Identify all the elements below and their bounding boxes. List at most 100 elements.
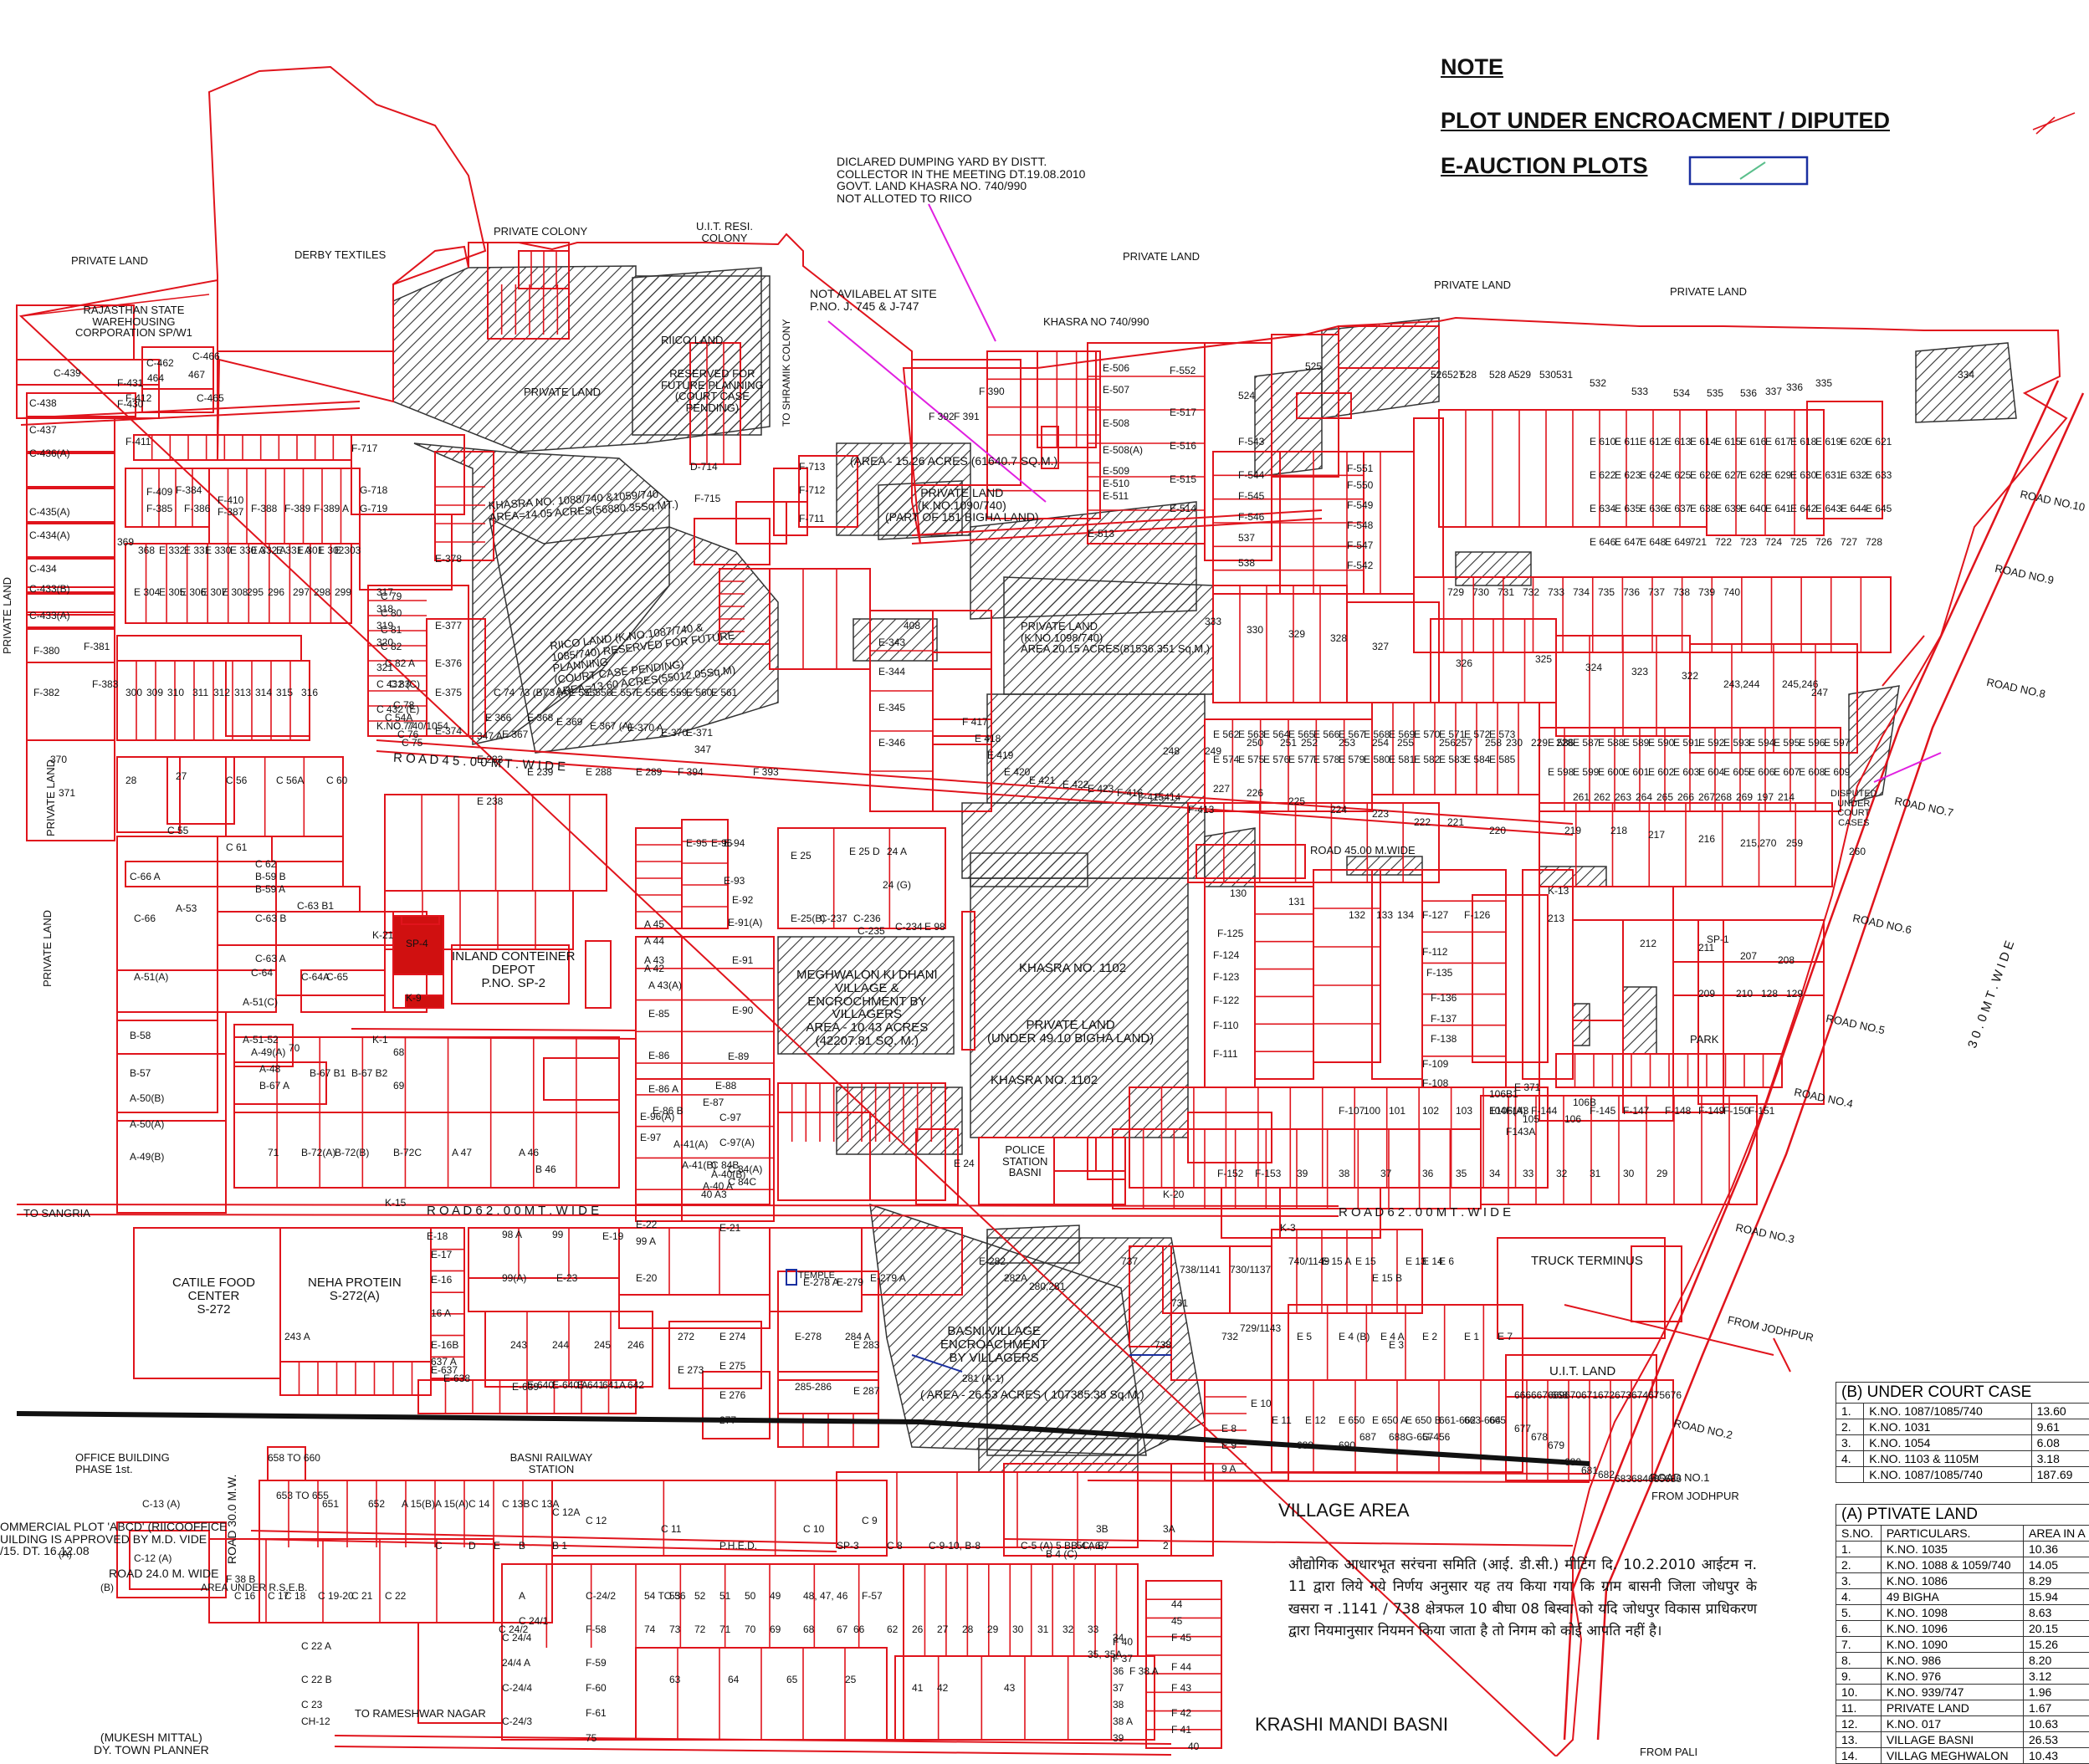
plot-number-label: E 274 bbox=[719, 1331, 746, 1342]
plot-number-label: C 10 bbox=[803, 1523, 825, 1535]
plot-number-label: 71 bbox=[719, 1623, 731, 1635]
plot-number-label: F-413 bbox=[1188, 804, 1215, 816]
plot-number-label: F 43 bbox=[1171, 1682, 1191, 1694]
plot-number-label: 262 bbox=[1594, 791, 1610, 803]
plot-number-label: F-148 bbox=[1665, 1105, 1692, 1117]
plot-number-label: 44 bbox=[1171, 1598, 1183, 1610]
plot-number-label: E 369 bbox=[556, 716, 583, 728]
plot-number-label: C 56A bbox=[276, 775, 304, 786]
plot-block bbox=[1807, 401, 1882, 519]
plot-number-label: C-63 B1 bbox=[297, 900, 334, 912]
road-edge bbox=[351, 1029, 636, 1030]
plot-number-label: 225 bbox=[1288, 795, 1305, 807]
plot-number-label: E 560 bbox=[686, 687, 713, 698]
plot-number-label: 537 bbox=[1238, 532, 1255, 544]
plot-number-label: F-713 bbox=[799, 461, 826, 473]
plot-number-label: 532 bbox=[1590, 377, 1606, 389]
plot-number-label: E-91 bbox=[732, 954, 754, 966]
plot-number-label: A bbox=[519, 1590, 525, 1602]
plot-number-label: 68 bbox=[803, 1623, 815, 1635]
plot-number-label: 75 bbox=[586, 1732, 597, 1744]
plot-number-label: E 288 bbox=[586, 766, 612, 778]
plot-number-label: E 371 bbox=[1514, 1081, 1541, 1093]
plot-number-label: 248 bbox=[1163, 745, 1180, 757]
private-land-label-3: PRIVATE LAND bbox=[1434, 279, 1511, 291]
plot-number-label: E 304 bbox=[134, 586, 161, 598]
plot-number-label: 688 bbox=[1389, 1431, 1405, 1443]
road-24-label: ROAD 24.0 M. WIDE bbox=[109, 1567, 218, 1580]
plot-number-label: F-125 bbox=[1217, 928, 1244, 939]
plot-number-label: E 421 bbox=[1029, 775, 1056, 786]
legend-private-cell: 3.12 bbox=[2024, 1669, 2089, 1685]
plot-number-label: C-466 bbox=[192, 350, 220, 362]
plot-number-label: E 8 bbox=[1221, 1423, 1237, 1434]
plot-number-label: 730/1137 bbox=[1230, 1264, 1271, 1276]
plot-number-label: 3B bbox=[1096, 1523, 1109, 1535]
plot-number-label: 34 bbox=[1489, 1168, 1501, 1179]
plot-number-label: E-376 bbox=[435, 657, 462, 669]
plot-number-label: 269 bbox=[1736, 791, 1753, 803]
plot-number-label: 528 A bbox=[1489, 369, 1515, 381]
plot-number-label: E-375 bbox=[435, 687, 462, 698]
legend-private-table: (A) PTIVATE LAND S.NO. PARTICULARS. AREA… bbox=[1836, 1504, 2089, 1764]
plot-number-label: E 635 bbox=[1615, 503, 1641, 514]
plot-number-label: A 15(A) bbox=[435, 1498, 468, 1510]
plot-number-label: E 646 bbox=[1590, 536, 1616, 548]
plot-number-label: E 367 (A) bbox=[590, 720, 632, 732]
plot-block bbox=[226, 661, 310, 736]
legend-private-cell: 15.26 bbox=[2024, 1637, 2089, 1653]
legend-private-cell: K.NO. 1035 bbox=[1881, 1542, 2023, 1557]
plot-number-label: 299 bbox=[335, 586, 351, 598]
plot-number-label: 259 bbox=[1786, 837, 1803, 849]
plot-number-label: A-51-52 bbox=[243, 1034, 279, 1046]
plot-number-label: E-89 bbox=[728, 1051, 750, 1062]
plot-block bbox=[1088, 1138, 1125, 1179]
plot-number-label: 33 bbox=[1088, 1623, 1099, 1635]
legend-court-cell: K.NO. 1054 bbox=[1864, 1435, 2031, 1451]
plot-number-label: E 608 bbox=[1799, 766, 1825, 778]
plot-number-label: F143A bbox=[1506, 1126, 1535, 1138]
plot-number-label: 209 bbox=[1698, 988, 1715, 1000]
private-land-vertical-1: PRIVATE LAND bbox=[2, 577, 13, 654]
plot-number-label: F-137 bbox=[1431, 1013, 1457, 1025]
plot-number-label: E 650 B bbox=[1405, 1414, 1441, 1426]
plot-number-label: 130 bbox=[1230, 887, 1247, 899]
plot-block bbox=[1698, 920, 1824, 1104]
temple-label: TEMPLE bbox=[798, 1271, 835, 1281]
plot-block bbox=[586, 941, 611, 1008]
plot-number-label: 690 bbox=[1339, 1439, 1355, 1451]
plot-number-label: A 46 bbox=[519, 1147, 539, 1158]
plot-number-label: F 44 bbox=[1171, 1661, 1191, 1673]
plot-number-label: 731 bbox=[1498, 586, 1514, 598]
plot-number-label: E 649 bbox=[1665, 536, 1692, 548]
plot-number-label: 32 bbox=[1556, 1168, 1568, 1179]
plot-number-label: F-149 bbox=[1698, 1105, 1725, 1117]
plot-number-label: F-389 bbox=[284, 503, 311, 514]
plot-number-label: C 23 bbox=[301, 1699, 323, 1710]
plot-number-label: G-718 bbox=[360, 484, 388, 496]
legend-private-cell: 8.29 bbox=[2024, 1573, 2089, 1589]
plot-number-label: G-719 bbox=[360, 503, 388, 514]
plot-number-label: 26 bbox=[912, 1623, 924, 1635]
encroachment-hatch bbox=[1347, 856, 1422, 875]
legend-private-cell: 14.05 bbox=[2024, 1557, 2089, 1573]
road-62-right-label: R O A D 6 2 . 0 0 M T . W I D E bbox=[1339, 1206, 1511, 1219]
plot-number-label: C-436(A) bbox=[29, 447, 70, 459]
plot-number-label: E 621 bbox=[1866, 436, 1892, 447]
plot-number-label: 48, 47, 46 bbox=[803, 1590, 848, 1602]
plot-number-label: E 573 bbox=[1489, 729, 1516, 740]
plot-block bbox=[1054, 1171, 1125, 1204]
plot-number-label: A-49(A) bbox=[251, 1046, 285, 1058]
plot-number-label: C-64 bbox=[251, 967, 273, 979]
plot-number-label: E 578 bbox=[1313, 754, 1340, 765]
plot-number-label: 272 bbox=[678, 1331, 694, 1342]
note-encroachment: PLOT UNDER ENCROACMENT / DIPUTED bbox=[1441, 109, 1890, 132]
encroachment-hatch bbox=[1916, 343, 2016, 422]
legend-private-cell: 4. bbox=[1836, 1589, 1882, 1605]
